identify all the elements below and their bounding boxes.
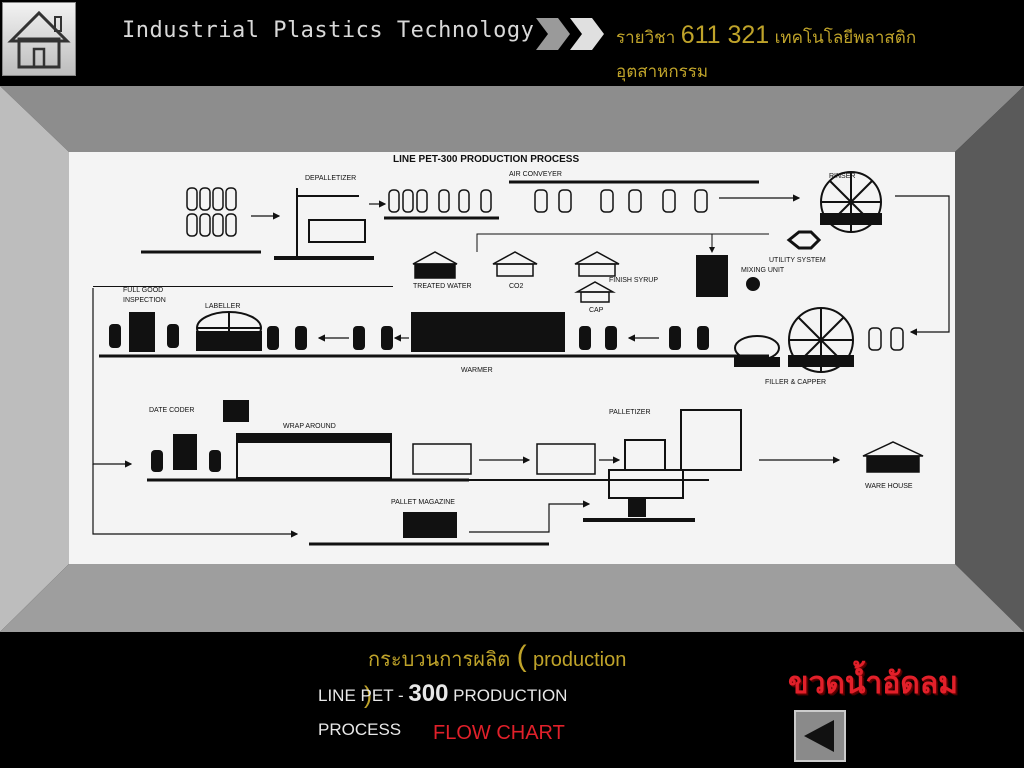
- picture-frame: LINE PET-300 PRODUCTION PROCESS DEPALLET…: [0, 86, 1024, 632]
- palletizer-machine: [583, 409, 742, 522]
- filler-capper-machine: [734, 307, 854, 373]
- carton-box: [536, 443, 596, 475]
- top-bar: Industrial Plastics Technology รายวิชา 6…: [0, 0, 1024, 86]
- back-button[interactable]: [794, 710, 846, 762]
- line-number: 300: [408, 680, 449, 707]
- warehouse-building: [862, 441, 924, 473]
- course-code: 611 321: [680, 21, 770, 49]
- caption-open-paren: (: [516, 640, 527, 673]
- caption-close-paren: ): [364, 682, 372, 709]
- label-ware-house: WARE HOUSE: [865, 483, 913, 490]
- triangle-left-icon: [804, 720, 834, 752]
- depalletizer-machine: [274, 188, 374, 260]
- bottom-bar: กระบวนการผลิต ( production ) LINE PET - …: [0, 632, 1024, 768]
- course-label: รายวิชา 611 321 เทคโนโลยีพลาสติก อุตสาหก…: [616, 18, 976, 89]
- app-title: Industrial Plastics Technology: [122, 18, 535, 43]
- course-name-2: อุตสาหกรรม: [616, 62, 709, 82]
- label-full-good-1: FULL GOOD: [123, 287, 163, 294]
- home-button[interactable]: [2, 2, 76, 76]
- flow-chart-label: FLOW CHART: [433, 722, 565, 744]
- utility-system-icon: [786, 230, 822, 250]
- process-label: PROCESS: [318, 720, 402, 739]
- pallet-magazine-machine: [403, 512, 457, 538]
- label-filler-capper: FILLER & CAPPER: [765, 379, 826, 386]
- label-warmer: WARMER: [461, 367, 493, 374]
- label-finish-syrup: FINISH SYRUP: [609, 277, 658, 284]
- bottle-row-3: [267, 326, 393, 350]
- label-full-good-2: INSPECTION: [123, 297, 166, 304]
- label-air-conveyer: AIR CONVEYER: [509, 171, 562, 178]
- tank-co2: [492, 251, 538, 277]
- course-name-1: เทคโนโลยีพลาสติก: [774, 28, 917, 48]
- label-labeller: LABELLER: [205, 303, 240, 310]
- bottle-pallet-stack: [186, 187, 237, 237]
- label-pallet-magazine: PALLET MAGAZINE: [391, 499, 455, 506]
- line-suffix: PRODUCTION: [448, 686, 568, 705]
- label-co2: CO2: [509, 283, 524, 290]
- rinser-machine: [820, 171, 882, 233]
- label-mixing-unit: MIXING UNIT: [741, 267, 785, 274]
- tank-finish-syrup: [574, 251, 620, 303]
- bottle-row-5: [868, 327, 904, 351]
- chevron-arrows-icon: [536, 18, 604, 50]
- production-flow-diagram: LINE PET-300 PRODUCTION PROCESS DEPALLET…: [69, 152, 955, 564]
- label-cap: CAP: [589, 307, 604, 314]
- carton-box: [412, 443, 472, 475]
- flow-diagram-canvas: LINE PET-300 PRODUCTION PROCESS DEPALLET…: [92, 154, 950, 546]
- line-prefix: LINE PET -: [318, 686, 409, 705]
- caption-thai: กระบวนการผลิต: [368, 647, 511, 671]
- labeller-machine: [196, 311, 262, 351]
- label-depalletizer: DEPALLETIZER: [305, 175, 356, 182]
- label-treated-water: TREATED WATER: [413, 283, 472, 290]
- label-palletizer: PALLETIZER: [609, 409, 651, 416]
- label-wrap-around: WRAP AROUND: [283, 423, 336, 430]
- date-coder-machine: [151, 400, 249, 472]
- label-utility-system: UTILITY SYSTEM: [769, 257, 826, 264]
- diagram-title: LINE PET-300 PRODUCTION PROCESS: [393, 154, 579, 165]
- warmer-tunnel: [411, 312, 565, 352]
- product-title: ขวดน้ำอัดลม: [788, 666, 958, 701]
- caption-english: production: [532, 649, 627, 671]
- caption-production: กระบวนการผลิต ( production: [368, 640, 626, 675]
- mixing-unit-machine: [696, 255, 760, 297]
- bottle-row-4: [579, 326, 709, 350]
- bottle-row-1: [388, 189, 492, 213]
- house-icon: [7, 10, 71, 69]
- bottle-row-2: [534, 189, 708, 213]
- line-label: LINE PET - 300 PRODUCTION: [318, 680, 567, 708]
- label-rinser: RINSER: [829, 173, 855, 180]
- tank-treated-water: [412, 251, 458, 279]
- label-date-coder: DATE CODER: [149, 407, 194, 414]
- wrap-around-machine: [236, 433, 392, 479]
- inspection-station: [109, 312, 179, 352]
- course-prefix: รายวิชา: [616, 28, 676, 48]
